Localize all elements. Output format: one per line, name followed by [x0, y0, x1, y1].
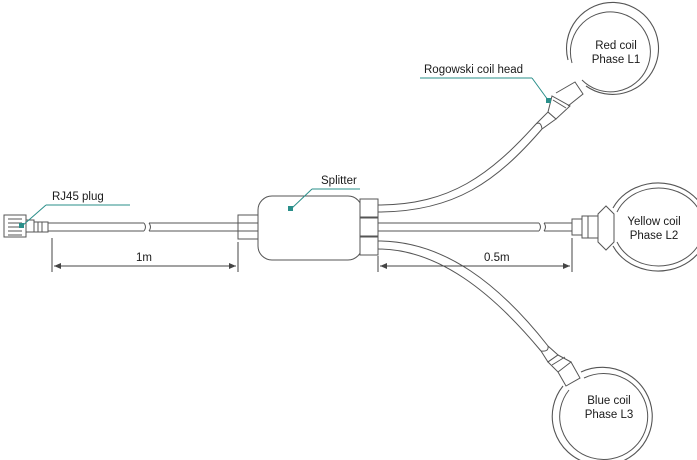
main-cable — [48, 222, 238, 232]
blue-coil-phase: Phase L3 — [584, 409, 634, 421]
branch-blue — [377, 240, 549, 352]
leader-dots — [19, 98, 551, 228]
splitter — [237, 195, 379, 261]
red-coil-label: Red coil Phase L1 — [586, 39, 646, 67]
yellow-coil-head — [571, 205, 615, 251]
yellow-coil-name: Yellow coil — [627, 216, 681, 228]
dimension-0.5m-label: 0.5m — [484, 252, 510, 264]
yellow-coil — [612, 182, 697, 272]
yellow-coil-label: Yellow coil Phase L2 — [620, 215, 688, 243]
rogowski-head-label: Rogowski coil head — [424, 64, 524, 76]
leader-lines — [21, 77, 549, 227]
yellow-coil-phase: Phase L2 — [629, 230, 679, 242]
red-coil-head — [535, 81, 584, 130]
dimension-1m-label: 1m — [136, 252, 152, 264]
red-coil-phase: Phase L1 — [591, 54, 641, 66]
red-coil-name: Red coil — [595, 40, 637, 52]
red-coil — [565, 1, 660, 95]
splitter-label: Splitter — [321, 175, 357, 187]
branch-yellow — [378, 222, 572, 232]
dimension-1m — [51, 238, 239, 272]
blue-coil-name: Blue coil — [587, 395, 631, 407]
blue-coil — [551, 366, 653, 460]
blue-coil-label: Blue coil Phase L3 — [576, 394, 642, 422]
branch-red — [377, 122, 543, 213]
dimension-0.5m — [377, 238, 573, 272]
rj45-plug-label: RJ45 plug — [52, 191, 104, 203]
rj45-plug — [3, 214, 49, 238]
blue-coil-head — [540, 345, 581, 387]
